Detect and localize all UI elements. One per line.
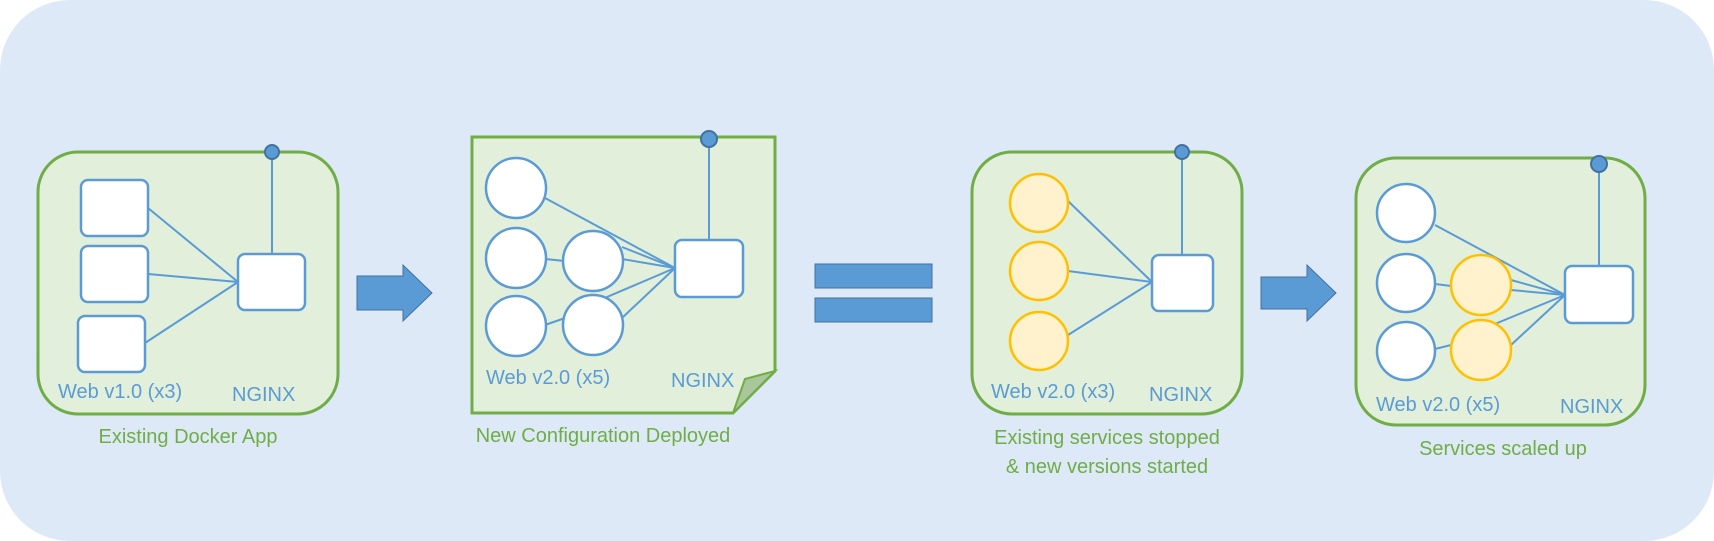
web-container-node [484,226,548,290]
panel-caption: Services scaled up [1419,438,1587,460]
nginx-node [673,238,745,299]
web-container-node [79,178,150,238]
panel-edges [544,139,710,326]
panel-edges [1067,152,1183,336]
panel-services-restarted: Web v2.0 (x3) NGINX Existing services st… [970,144,1244,478]
nginx-label: NGINX [1560,396,1623,418]
web-container-node [1375,320,1437,382]
web-container-node [1375,252,1437,314]
page-fold-icon [732,369,779,414]
web-label: Web v2.0 (x3) [991,381,1115,403]
new-version-node [1449,318,1513,382]
web-container-node [1375,182,1437,244]
nginx-port-icon [700,130,718,148]
nginx-label: NGINX [1149,384,1212,406]
web-container-node [561,293,625,357]
web-container-node [79,244,150,304]
panel-edges [144,152,273,344]
web-label: Web v1.0 (x3) [58,381,182,403]
panel-caption: Existing services stopped [994,427,1220,449]
web-label: Web v2.0 (x5) [1376,394,1500,416]
panel-caption: New Configuration Deployed [476,425,731,447]
web-container-node [561,229,625,293]
web-container-node [76,314,147,374]
nginx-node [236,252,307,312]
nginx-port-icon [1174,144,1190,160]
nginx-node [1563,264,1635,325]
nginx-port-icon [264,144,280,160]
panel-edges [1434,164,1600,350]
right-arrow-icon [356,263,433,323]
web-container-node [484,156,548,220]
panel-caption: & new versions started [1006,456,1208,478]
nginx-port-icon [1590,155,1608,173]
equals-sign-icon [814,263,933,323]
web-label: Web v2.0 (x5) [486,367,610,389]
nginx-label: NGINX [671,370,734,392]
new-version-node [1008,172,1070,234]
panel-existing-app: Web v1.0 (x3) NGINX Existing Docker App [36,144,340,448]
panel-scaled-up: Web v2.0 (x5) NGINX Services scaled up [1354,155,1647,460]
new-version-node [1449,253,1513,317]
nginx-label: NGINX [232,384,295,406]
panel-new-config: Web v2.0 (x5) NGINX New Configuration De… [470,130,779,447]
nginx-node [1150,253,1215,313]
new-version-node [1008,310,1070,372]
panel-caption: Existing Docker App [99,426,278,448]
new-version-node [1008,240,1070,302]
web-container-node [484,294,548,358]
right-arrow-icon [1260,263,1337,323]
